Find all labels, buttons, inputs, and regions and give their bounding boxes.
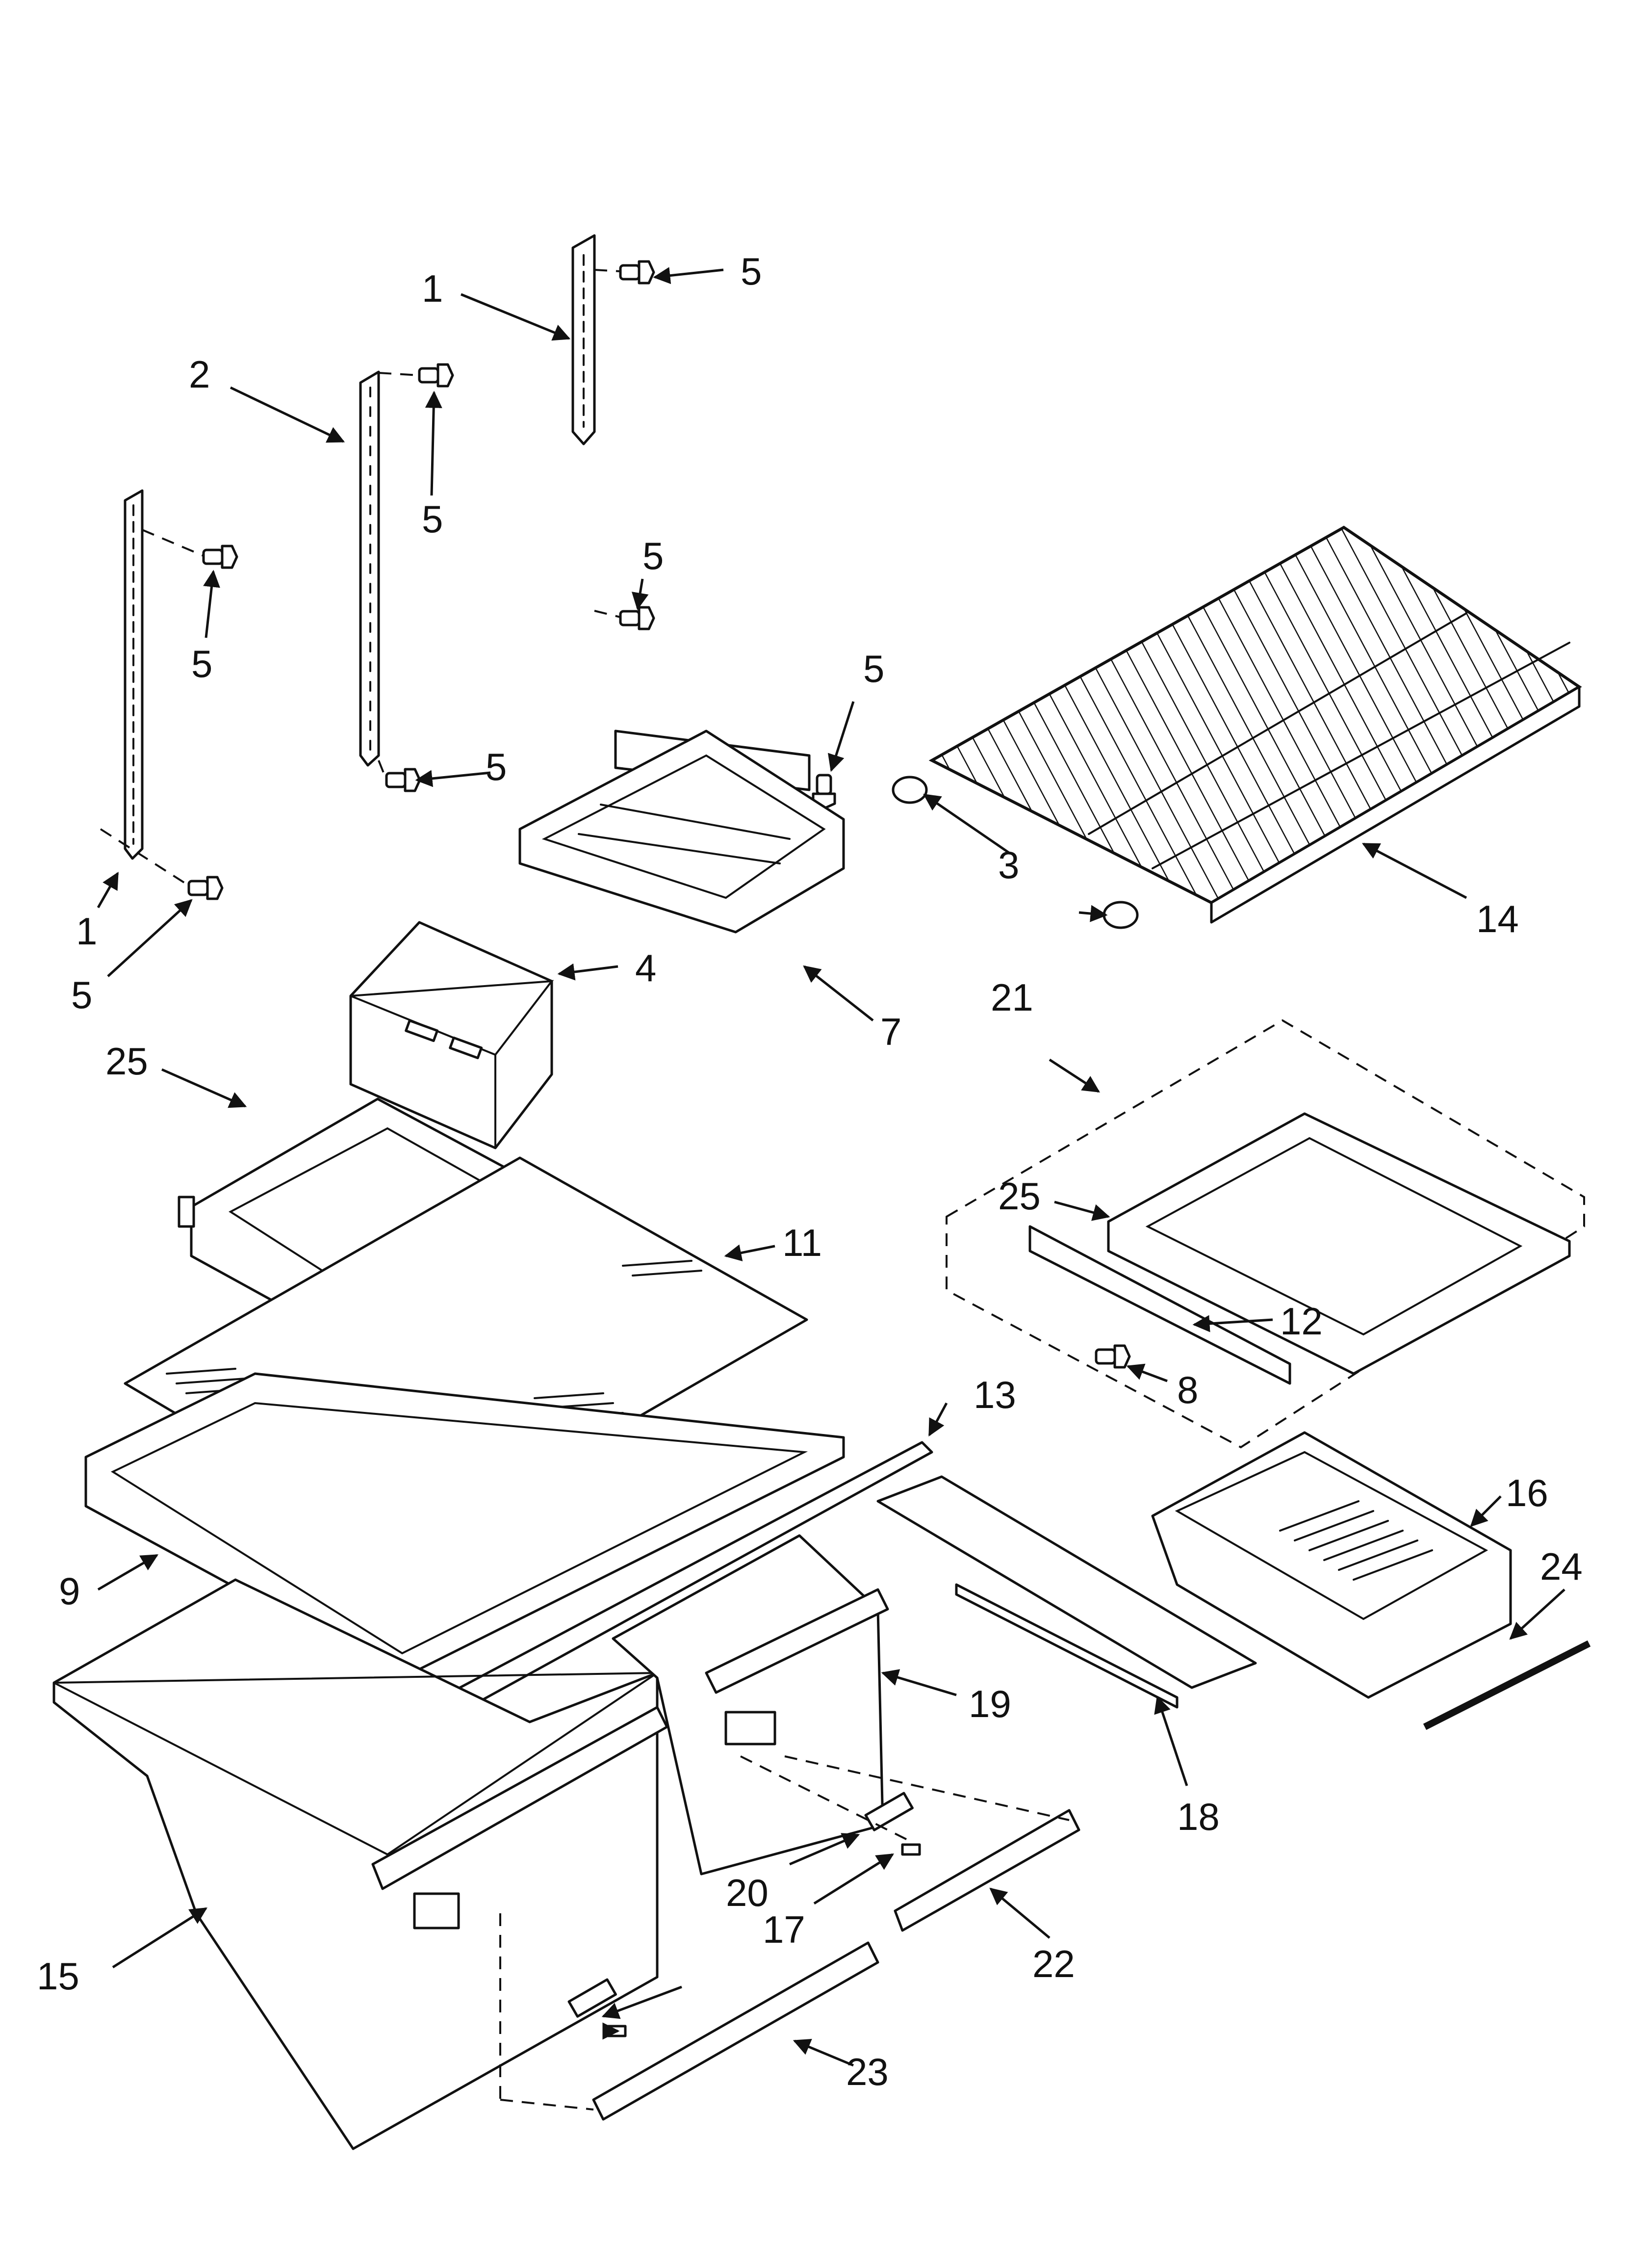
callout-25-left: 25: [105, 1040, 148, 1083]
callout-8: 8: [1177, 1368, 1198, 1411]
callout-18: 18: [1177, 1795, 1220, 1838]
callout-4: 4: [635, 946, 656, 990]
drawer-handle-23: [592, 1941, 879, 2121]
callout-19: 19: [969, 1682, 1011, 1725]
shelf-rail-right: [571, 234, 596, 445]
crisper-drawer-left: [52, 1578, 668, 2150]
callout-11: 11: [782, 1221, 822, 1264]
callout-5-g: 5: [71, 973, 92, 1017]
callout-5-b: 5: [642, 534, 664, 577]
callout-7: 7: [880, 1010, 901, 1053]
cover-assembly-group: [946, 1019, 1585, 1449]
callout-12: 12: [1280, 1300, 1323, 1343]
callout-13: 13: [974, 1373, 1016, 1416]
drawer-slide: [876, 1475, 1257, 1709]
callout-21: 21: [991, 976, 1033, 1019]
callout-5-e: 5: [486, 745, 507, 788]
callout-5-a: 5: [741, 250, 762, 293]
drawer-handle-22: [894, 1809, 1080, 1932]
callout-23: 23: [846, 2050, 889, 2093]
callout-2: 2: [189, 353, 210, 396]
callout-1-left: 1: [76, 910, 97, 953]
shelf-rail-left: [124, 489, 144, 860]
shelf-support-pins: [892, 776, 1139, 929]
leader-lines: [97, 267, 1565, 2067]
callout-20: 20: [726, 1871, 769, 1914]
deli-bin: [349, 921, 554, 1149]
shelf-rail-center: [359, 370, 380, 767]
callout-15: 15: [37, 1955, 79, 1998]
meat-pan: [1151, 1431, 1512, 1699]
callout-3: 3: [998, 843, 1019, 886]
callout-5-f: 5: [863, 647, 884, 690]
callout-25-right: 25: [998, 1174, 1041, 1218]
callout-1-right: 1: [422, 267, 443, 310]
callout-17: 17: [763, 1908, 805, 1951]
screw-group: [187, 260, 1131, 1369]
callout-9: 9: [59, 1569, 80, 1613]
crisper-drawer-right: [612, 1534, 889, 1876]
callout-labels: 1 2 5 5 5 5 5 5 1 5 4 7 3 14 21 25 25 11…: [37, 250, 1583, 2093]
snack-pan: [518, 730, 845, 934]
callout-24: 24: [1540, 1545, 1583, 1588]
callout-16: 16: [1506, 1471, 1548, 1514]
callout-22: 22: [1032, 1942, 1075, 1985]
trim-strip-24: [1423, 1640, 1591, 1730]
callout-5-c: 5: [422, 497, 443, 541]
wire-shelf: [928, 525, 1582, 924]
callout-14: 14: [1476, 897, 1519, 940]
callout-5-d: 5: [191, 642, 212, 685]
